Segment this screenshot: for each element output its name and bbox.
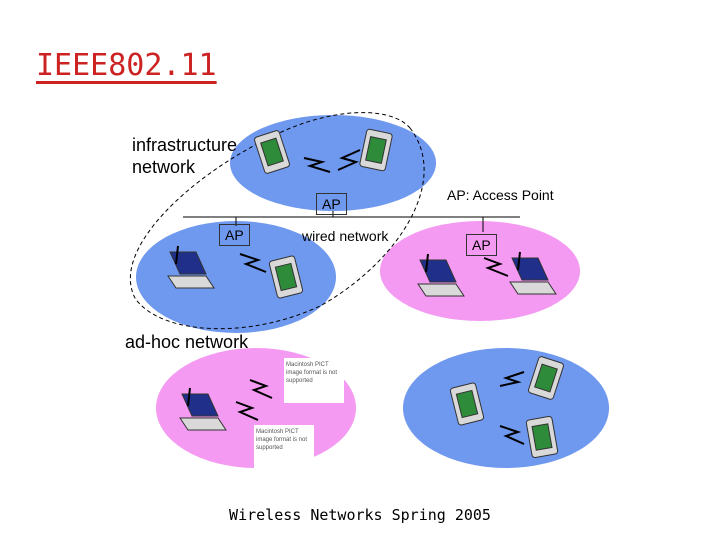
image-placeholder: Macintosh PICT image format is not suppo… [254, 425, 314, 470]
radio-link-icon [483, 257, 509, 277]
card-device-icon [525, 416, 559, 458]
ap-legend: AP: Access Point [447, 187, 554, 203]
laptop-icon [167, 245, 215, 289]
radio-link-icon [235, 401, 259, 421]
radio-link-icon [239, 253, 267, 273]
access-point-top: AP [316, 193, 347, 215]
card-device-icon [528, 356, 564, 400]
image-placeholder: Macintosh PICT image format is not suppo… [284, 358, 344, 403]
adhoc-cell-blue [403, 348, 609, 468]
page-title: IEEE802.11 [36, 48, 217, 83]
access-point-right: AP [466, 234, 497, 256]
radio-link-icon [499, 371, 525, 387]
card-device-icon [268, 255, 304, 299]
infrastructure-boundary [129, 112, 425, 330]
radio-link-icon [499, 425, 525, 445]
adhoc-label: ad-hoc network [125, 332, 249, 352]
radio-link-icon [337, 149, 361, 171]
card-device-icon [449, 382, 485, 426]
wired-network-label: wired network [302, 228, 389, 244]
laptop-icon [417, 253, 465, 297]
infrastructure-label: infrastructure network [132, 135, 238, 177]
card-device-icon [254, 130, 290, 174]
radio-link-icon [249, 379, 273, 399]
card-device-icon [359, 128, 393, 172]
footer-text: Wireless Networks Spring 2005 [229, 506, 491, 524]
laptop-icon [179, 387, 227, 431]
access-point-left: AP [219, 224, 250, 246]
cell-left-blue [136, 221, 336, 333]
laptop-icon [509, 251, 557, 295]
radio-link-icon [303, 157, 331, 173]
